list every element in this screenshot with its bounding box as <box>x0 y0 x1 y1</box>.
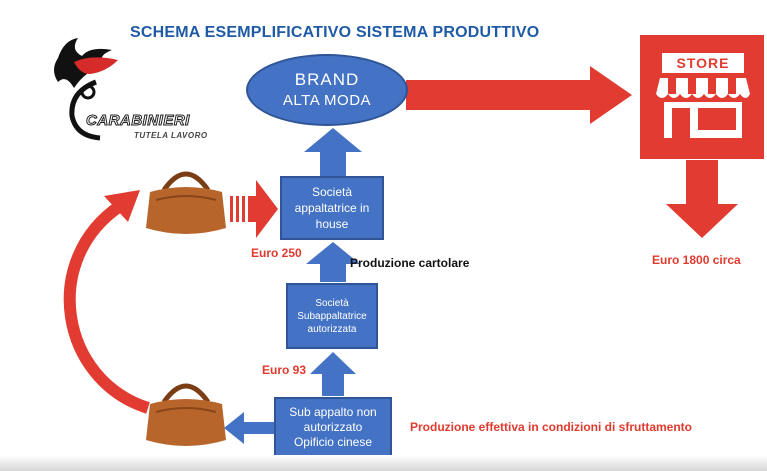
curved-arrow-up <box>63 201 150 414</box>
logo-subtext: TUTELA LAVORO <box>134 131 208 140</box>
logo-text: CARABINIERI <box>86 112 190 130</box>
arrow-brand-to-store <box>406 66 632 124</box>
arrow-bag-to-inhouse <box>230 180 278 238</box>
arrow-up-to-subauth <box>310 352 356 396</box>
arrow-up-to-brand <box>304 128 362 176</box>
subauth-line1: Società <box>315 297 349 309</box>
inhouse-line1: Società <box>311 185 353 199</box>
brand-line1: BRAND <box>294 70 360 89</box>
subauth-line2: Subappaltatrice <box>297 310 367 322</box>
inhouse-contractor-node: Società appaltatrice in house <box>280 176 384 240</box>
arrow-store-down <box>666 160 738 238</box>
handbag-bottom-icon <box>146 383 226 446</box>
label-store-price: Euro 1800 circa <box>652 253 741 267</box>
arrow-left-to-bag <box>224 412 274 444</box>
unauthorized-subcontract-node: Sub appalto non autorizzato Opificio cin… <box>274 397 392 457</box>
subunauth-line2: autorizzato <box>303 419 363 434</box>
arrow-up-to-inhouse <box>306 242 360 282</box>
bottom-shadow <box>0 455 767 471</box>
subunauth-line1: Sub appalto non <box>289 404 377 419</box>
brand-node: BRAND ALTA MODA <box>246 54 408 126</box>
label-euro-250: Euro 250 <box>251 246 302 260</box>
subauth-line3: autorizzata <box>307 323 357 335</box>
handbag-top-icon <box>146 171 226 234</box>
diagram-title: SCHEMA ESEMPLIFICATIVO SISTEMA PRODUTTIV… <box>130 24 540 41</box>
brand-line2: ALTA MODA <box>282 92 372 109</box>
label-produzione-cartolare: Produzione cartolare <box>350 256 470 270</box>
inhouse-line3: house <box>315 217 349 231</box>
inhouse-line2: appaltatrice in <box>294 201 370 215</box>
store-sign: STORE <box>662 53 744 73</box>
authorized-subcontractor-node: Società Subappaltatrice autorizzata <box>286 283 378 349</box>
subunauth-line3: Opificio cinese <box>293 434 373 449</box>
label-euro-93: Euro 93 <box>262 363 307 377</box>
label-produzione-effettiva: Produzione effettiva in condizioni di sf… <box>410 420 693 434</box>
